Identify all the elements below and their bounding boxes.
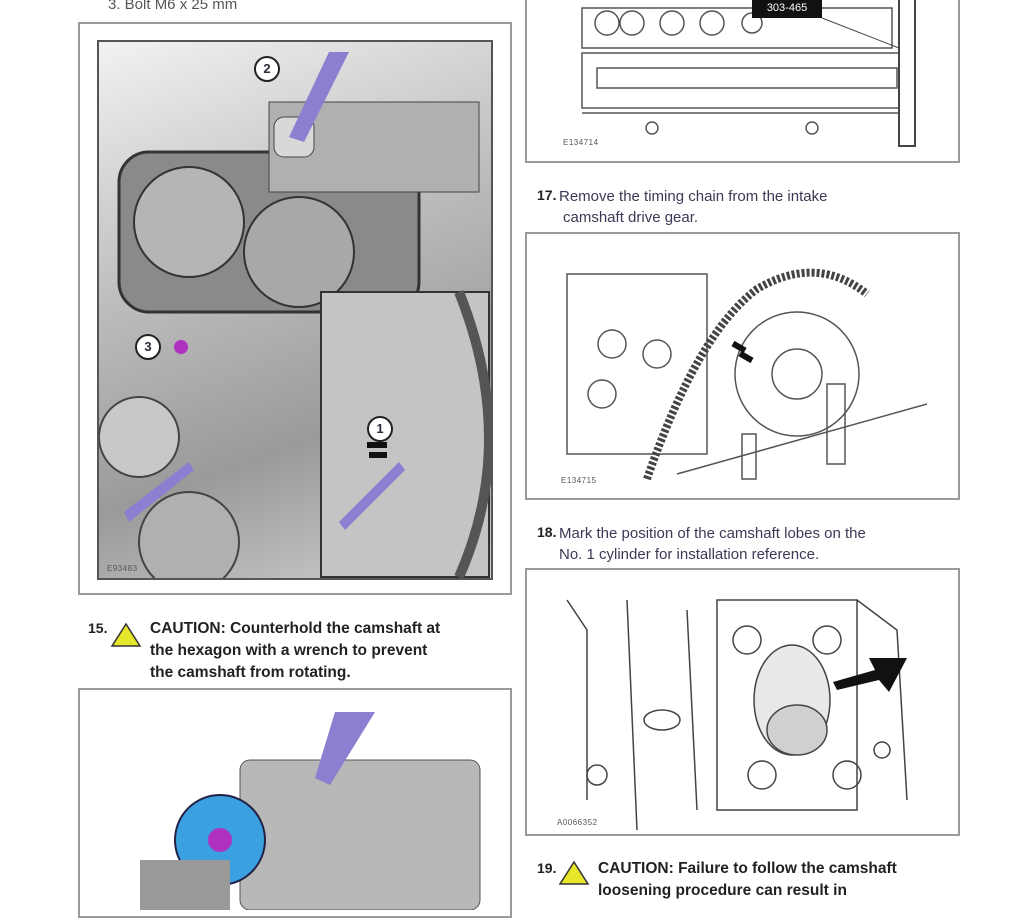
caution-triangle-icon (558, 860, 590, 885)
engine-drawing (99, 52, 491, 578)
figure-camshaft-tool: 303-465 E134714 (525, 0, 960, 163)
step-number: 17. (537, 187, 557, 203)
figure-timing-chain: E134715 (525, 232, 960, 500)
step-line: Remove the timing chain from the intake (559, 188, 828, 205)
timing-chain-drawing (566, 268, 928, 481)
callout-1: 1 (367, 416, 393, 442)
step-line: Mark the position of the camshaft lobes … (559, 525, 866, 542)
figure-id: E93483 (107, 564, 138, 573)
caution-line: the camshaft from rotating. (150, 664, 351, 681)
camshaft-lobes-drawing (566, 599, 908, 831)
caution-triangle-icon (110, 622, 142, 647)
step-line: camshaft drive gear. (563, 209, 699, 226)
step-number: 15. (88, 620, 108, 636)
callout-2: 2 (254, 56, 280, 82)
caution-line: loosening procedure can result in (598, 882, 847, 899)
caution-line: CAUTION: Failure to follow the camshaft (598, 860, 897, 877)
step-19-caution: CAUTION: Failure to follow the camshaft … (598, 858, 897, 902)
figure-id: A0066352 (557, 818, 598, 827)
figure-id: E134714 (563, 138, 599, 147)
figure-camshaft-wrench (78, 688, 512, 918)
camshaft-tool-drawing (581, 0, 916, 147)
caution-line: the hexagon with a wrench to prevent (150, 642, 428, 659)
callout-3: 3 (135, 334, 161, 360)
step-number: 19. (537, 860, 557, 876)
figure-camshaft-lobes: A0066352 (525, 568, 960, 836)
list-item-bolt: 3. Bolt M6 x 25 mm (108, 0, 238, 13)
caution-line: CAUTION: Counterhold the camshaft at (150, 620, 441, 637)
step-number: 18. (537, 524, 557, 540)
figure-id: E134715 (561, 476, 597, 485)
step-line: No. 1 cylinder for installation referenc… (559, 546, 820, 563)
step-17-text: Remove the timing chain from the intake … (559, 186, 827, 228)
cylinder-head-drawing (140, 712, 481, 910)
step-18-text: Mark the position of the camshaft lobes … (559, 523, 866, 565)
tool-label: 303-465 (752, 0, 822, 18)
figure-camshaft-counterhold: 2 3 1 E93483 (78, 22, 512, 595)
step-15-caution: CAUTION: Counterhold the camshaft at the… (150, 618, 440, 684)
engine-illustration: 2 3 1 E93483 (97, 40, 493, 580)
